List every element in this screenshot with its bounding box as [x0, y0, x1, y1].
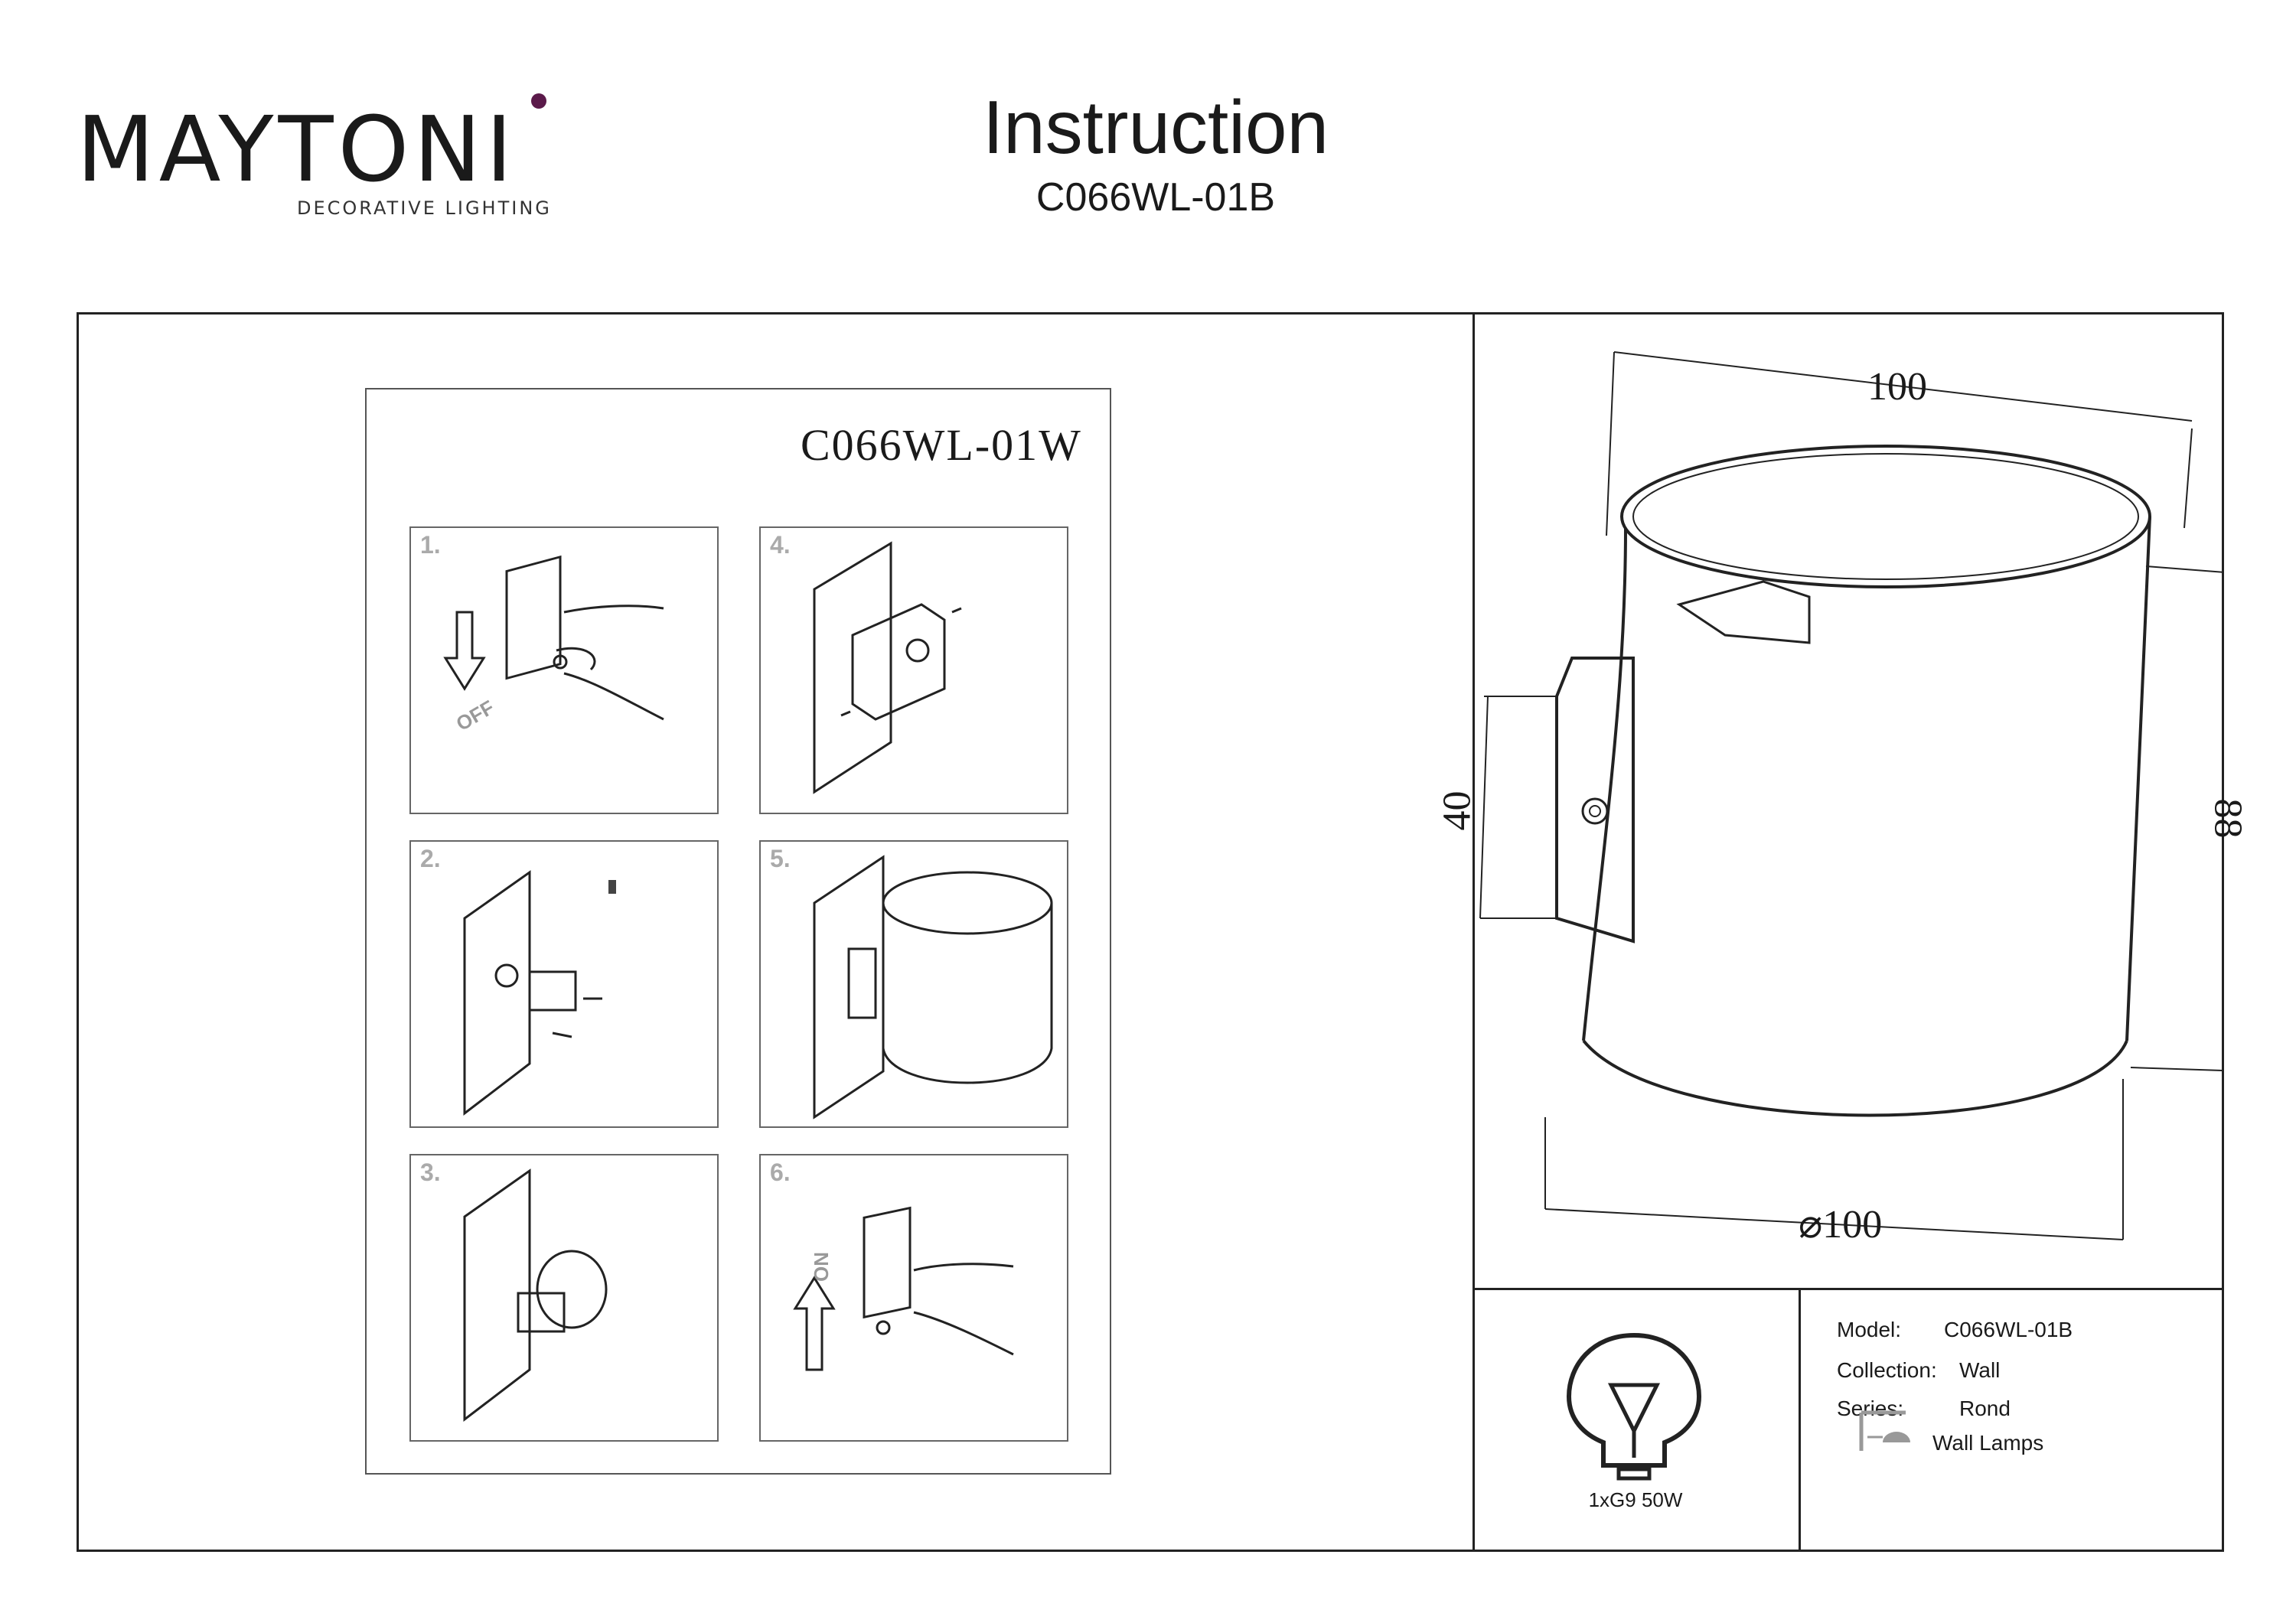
type-value: Wall Lamps	[1932, 1431, 2044, 1455]
switch-off-illustration	[443, 555, 664, 721]
series-value: Rond	[1959, 1396, 2011, 1420]
bracket-fixing-illustration	[813, 541, 962, 794]
brand-name: MAYTONI	[77, 96, 517, 202]
step-6-panel: 6. ON	[759, 1154, 1068, 1442]
lamp-mounted-illustration	[813, 855, 1053, 1119]
frame-divider-horizontal	[1473, 1288, 2224, 1290]
step-4-panel: 4.	[759, 526, 1068, 814]
step-number: 4.	[770, 531, 791, 559]
collection-label: Collection:	[1837, 1358, 1937, 1382]
installation-sheet	[365, 388, 1111, 1475]
step-number: 3.	[420, 1159, 441, 1186]
wiring-illustration	[463, 1168, 608, 1423]
switch-on-illustration	[793, 1206, 1014, 1371]
step-2-panel: 2.	[409, 840, 719, 1128]
step-number: 2.	[420, 845, 441, 872]
on-label: ON	[810, 1252, 833, 1282]
document-frame	[77, 312, 2224, 1552]
brand-tagline: DECORATIVE LIGHTING	[297, 197, 552, 219]
dimension-top-width: 100	[1867, 365, 1927, 409]
frame-divider-vertical	[1473, 312, 1475, 1552]
installation-sheet-code: C066WL-01W	[801, 420, 1082, 470]
step-3-panel: 3.	[409, 1154, 719, 1442]
mounting-plate-illustration	[463, 870, 616, 1116]
step-5-panel: 5.	[759, 840, 1068, 1128]
model-label: Model:	[1837, 1318, 1902, 1341]
page-title: Instruction	[982, 85, 1329, 169]
spec-divider	[1799, 1288, 1801, 1552]
dimension-bracket: 40	[1435, 790, 1479, 831]
model-code: C066WL-01B	[1035, 175, 1276, 220]
model-value: C066WL-01B	[1944, 1318, 2073, 1341]
bulb-icon	[1566, 1332, 1702, 1481]
series-label: Series:	[1837, 1396, 1904, 1420]
dimension-height: 88	[2206, 798, 2250, 839]
step-1-panel: 1. OFF	[409, 526, 719, 814]
collection-value: Wall	[1959, 1358, 2001, 1382]
step-number: 1.	[420, 531, 441, 559]
logo-accent-dot	[531, 93, 546, 109]
power-rating: 1xG9 50W	[1588, 1488, 1683, 1511]
step-number: 6.	[770, 1159, 791, 1186]
wall-lamp-icon	[1859, 1410, 1910, 1451]
dimension-diameter: ⌀100	[1799, 1203, 1883, 1247]
step-number: 5.	[770, 845, 791, 872]
brand-logo: MAYTONI	[77, 96, 551, 202]
dimension-drawing	[1479, 351, 2223, 1240]
